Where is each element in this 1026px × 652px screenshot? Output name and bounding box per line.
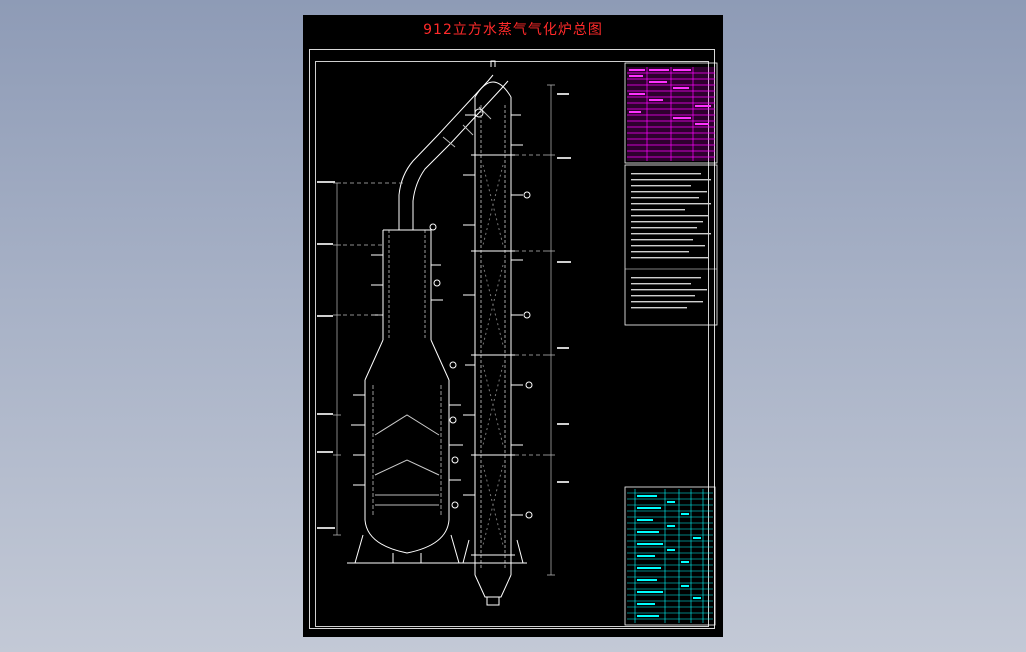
drawing-sheet: 912立方水蒸气气化炉总图 xyxy=(303,15,723,637)
right-column xyxy=(459,60,533,606)
cad-drawing xyxy=(317,60,718,626)
annotation-marks xyxy=(317,93,571,529)
parts-list-table xyxy=(624,486,716,626)
left-vessel xyxy=(347,74,509,564)
drawing-title: 912立方水蒸气气化炉总图 xyxy=(423,22,603,38)
drawing-border-outer xyxy=(309,49,715,629)
technical-spec-table xyxy=(624,62,718,164)
technical-notes xyxy=(624,164,718,326)
dimension-lines xyxy=(333,84,555,576)
drawing-border-inner xyxy=(315,61,709,627)
